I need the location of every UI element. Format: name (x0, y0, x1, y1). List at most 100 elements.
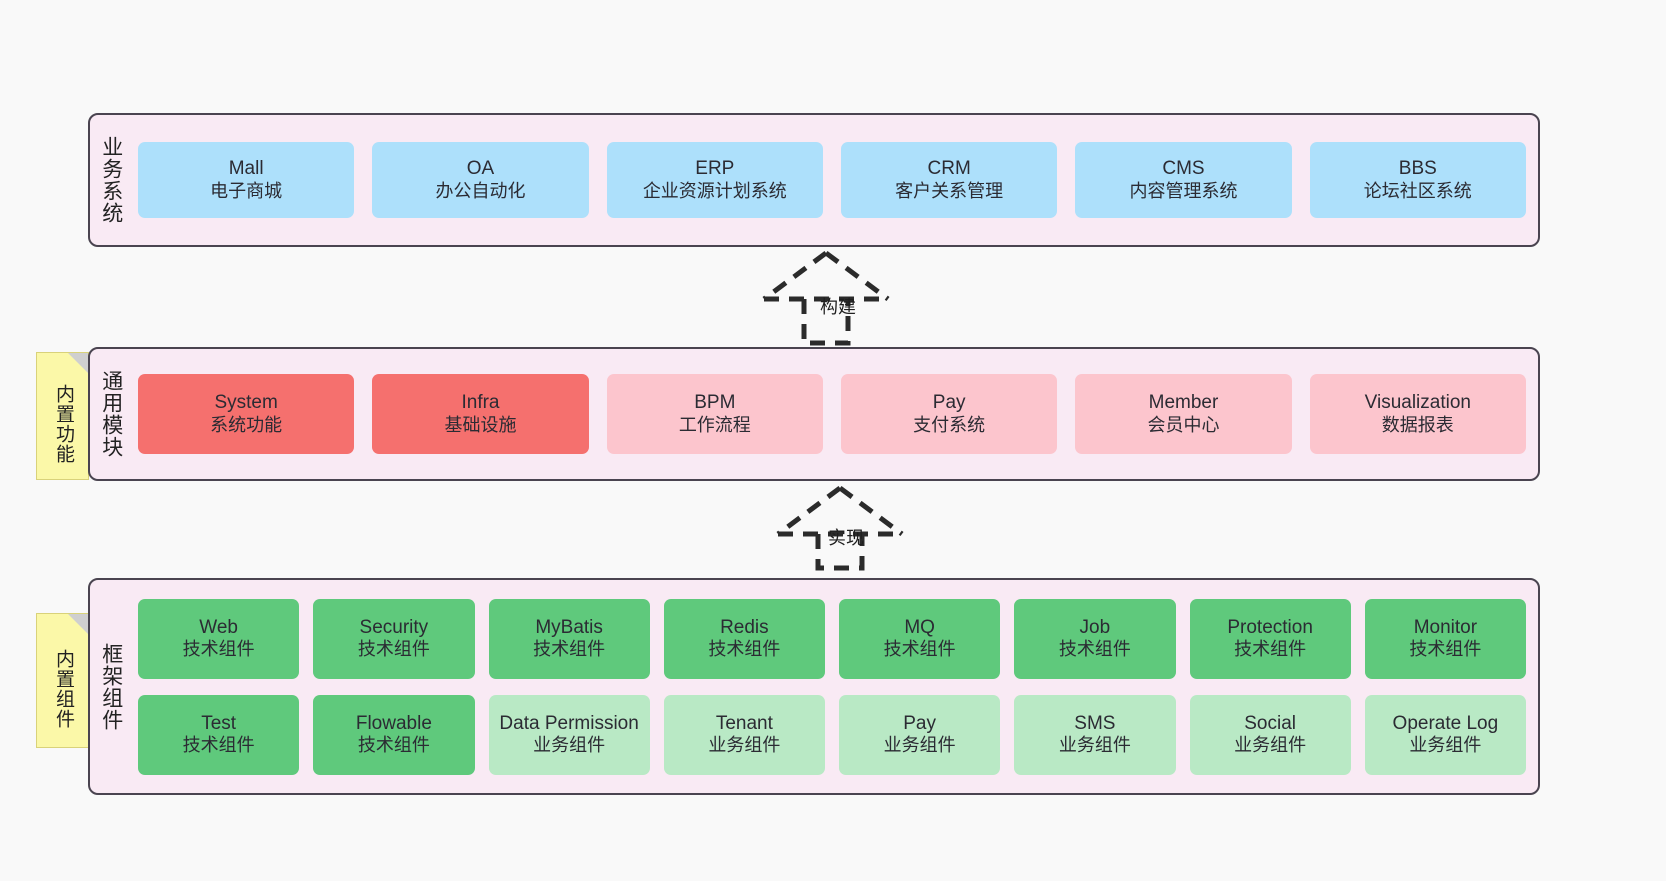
card-pay-module[interactable]: Pay 支付系统 (840, 374, 1058, 454)
card-bbs-desc: 论坛社区系统 (1363, 180, 1472, 201)
card-sms-name: SMS (1074, 712, 1116, 734)
layer-business-systems-title: 业务系统 (99, 136, 123, 224)
card-crm[interactable]: CRM 客户关系管理 (840, 142, 1058, 218)
card-member-desc: 会员中心 (1147, 414, 1220, 435)
card-mq-name: MQ (904, 616, 935, 638)
card-oa[interactable]: OA 办公自动化 (372, 142, 589, 218)
card-monitor-desc: 技术组件 (1409, 639, 1482, 660)
layer-framework-components-title: 框架组件 (99, 642, 123, 731)
card-member-name: Member (1148, 392, 1219, 414)
card-bpm[interactable]: BPM 工作流程 (606, 374, 823, 454)
card-protection-desc: 技术组件 (1234, 639, 1307, 660)
card-mybatis-name: MyBatis (535, 616, 603, 638)
card-tenant-name: Tenant (715, 712, 773, 734)
card-erp-desc: 企业资源计划系统 (642, 180, 787, 201)
card-pay-component-name: Pay (903, 712, 936, 734)
card-protection[interactable]: Protection 技术组件 (1189, 598, 1351, 679)
card-mybatis[interactable]: MyBatis 技术组件 (488, 598, 650, 679)
card-infra[interactable]: Infra 基础设施 (372, 374, 589, 454)
card-erp[interactable]: ERP 企业资源计划系统 (606, 142, 823, 218)
card-visualization-name: Visualization (1364, 392, 1471, 414)
card-security-name: Security (359, 616, 429, 638)
card-bbs-name: BBS (1398, 158, 1437, 180)
card-mall[interactable]: Mall 电子商城 (138, 142, 355, 218)
card-operate-log-desc: 业务组件 (1409, 735, 1482, 756)
card-flowable-name: Flowable (355, 712, 432, 734)
note-builtin-features-label: 内置功能 (52, 384, 74, 464)
card-pay-component-desc: 业务组件 (883, 735, 956, 756)
layer-framework-components-body: Web 技术组件 Security 技术组件 MyBatis 技术组件 Redi… (132, 580, 1538, 793)
card-infra-name: Infra (461, 392, 500, 414)
note-builtin-features: 内置功能 (36, 352, 89, 480)
layer-common-modules-title: 通用模块 (99, 370, 123, 458)
card-web[interactable]: Web 技术组件 (138, 598, 300, 679)
card-system-name: System (214, 392, 278, 414)
card-social-desc: 业务组件 (1234, 735, 1307, 756)
card-infra-desc: 基础设施 (444, 414, 517, 435)
connector-build: 构建 (756, 250, 906, 346)
card-mq[interactable]: MQ 技术组件 (839, 598, 1001, 679)
note-builtin-components-label: 内置组件 (52, 648, 74, 729)
connector-implement-label: 实现 (828, 528, 864, 548)
card-cms[interactable]: CMS 内容管理系统 (1075, 142, 1292, 218)
card-web-desc: 技术组件 (182, 639, 255, 660)
card-bbs[interactable]: BBS 论坛社区系统 (1309, 142, 1526, 218)
card-member[interactable]: Member 会员中心 (1075, 374, 1292, 454)
layer-business-systems-body: Mall 电子商城 OA 办公自动化 ERP 企业资源计划系统 CRM 客户关系… (132, 115, 1538, 245)
card-flowable[interactable]: Flowable 技术组件 (313, 694, 475, 775)
layer-business-systems: 业务系统 Mall 电子商城 OA 办公自动化 ERP 企业资源计划系统 CRM… (88, 113, 1540, 247)
card-web-name: Web (199, 616, 238, 638)
card-redis[interactable]: Redis 技术组件 (663, 598, 825, 679)
card-data-permission[interactable]: Data Permission 业务组件 (488, 694, 650, 775)
card-protection-name: Protection (1227, 616, 1313, 638)
layer-framework-components: 框架组件 Web 技术组件 Security 技术组件 MyBatis 技术组件… (88, 578, 1540, 795)
card-system[interactable]: System 系统功能 (138, 374, 355, 454)
card-visualization[interactable]: Visualization 数据报表 (1309, 374, 1526, 454)
card-tenant-desc: 业务组件 (708, 735, 781, 756)
business-systems-row: Mall 电子商城 OA 办公自动化 ERP 企业资源计划系统 CRM 客户关系… (138, 142, 1526, 218)
connector-implement: 实现 (770, 485, 920, 571)
card-oa-desc: 办公自动化 (435, 180, 526, 201)
card-test-desc: 技术组件 (182, 735, 255, 756)
card-system-desc: 系统功能 (210, 414, 283, 435)
card-pay-module-name: Pay (932, 392, 966, 414)
connector-build-label: 构建 (820, 297, 856, 317)
card-monitor[interactable]: Monitor 技术组件 (1364, 598, 1526, 679)
card-mall-name: Mall (228, 158, 264, 180)
card-bpm-name: BPM (694, 392, 736, 414)
card-sms[interactable]: SMS 业务组件 (1014, 694, 1176, 775)
card-job[interactable]: Job 技术组件 (1014, 598, 1176, 679)
card-redis-desc: 技术组件 (708, 639, 781, 660)
card-operate-log-name: Operate Log (1392, 712, 1499, 734)
build-arrow-icon (762, 250, 890, 346)
card-oa-name: OA (466, 158, 495, 180)
card-crm-name: CRM (927, 158, 971, 180)
framework-tech-row: Web 技术组件 Security 技术组件 MyBatis 技术组件 Redi… (138, 598, 1526, 679)
card-mq-desc: 技术组件 (883, 639, 956, 660)
card-pay-component[interactable]: Pay 业务组件 (839, 694, 1001, 775)
card-crm-desc: 客户关系管理 (895, 180, 1004, 201)
card-visualization-desc: 数据报表 (1381, 414, 1454, 435)
note-builtin-components: 内置组件 (36, 613, 89, 748)
card-social-name: Social (1244, 712, 1296, 734)
card-operate-log[interactable]: Operate Log 业务组件 (1364, 694, 1526, 775)
card-pay-module-desc: 支付系统 (913, 414, 986, 435)
card-test-name: Test (201, 712, 237, 734)
layer-common-modules: 通用模块 System 系统功能 Infra 基础设施 BPM 工作流程 Pay… (88, 347, 1540, 481)
card-mybatis-desc: 技术组件 (533, 639, 606, 660)
card-cms-desc: 内容管理系统 (1129, 180, 1238, 201)
card-tenant[interactable]: Tenant 业务组件 (663, 694, 825, 775)
card-mall-desc: 电子商城 (210, 180, 283, 201)
card-flowable-desc: 技术组件 (357, 735, 430, 756)
card-security-desc: 技术组件 (357, 639, 430, 660)
card-data-permission-desc: 业务组件 (533, 735, 606, 756)
framework-biz-row: Test 技术组件 Flowable 技术组件 Data Permission … (138, 694, 1526, 775)
card-sms-desc: 业务组件 (1058, 735, 1131, 756)
card-cms-name: CMS (1162, 158, 1205, 180)
card-data-permission-name: Data Permission (499, 712, 639, 734)
card-security[interactable]: Security 技术组件 (313, 598, 475, 679)
layer-common-modules-body: System 系统功能 Infra 基础设施 BPM 工作流程 Pay 支付系统… (132, 349, 1538, 479)
card-social[interactable]: Social 业务组件 (1189, 694, 1351, 775)
card-test[interactable]: Test 技术组件 (138, 694, 300, 775)
